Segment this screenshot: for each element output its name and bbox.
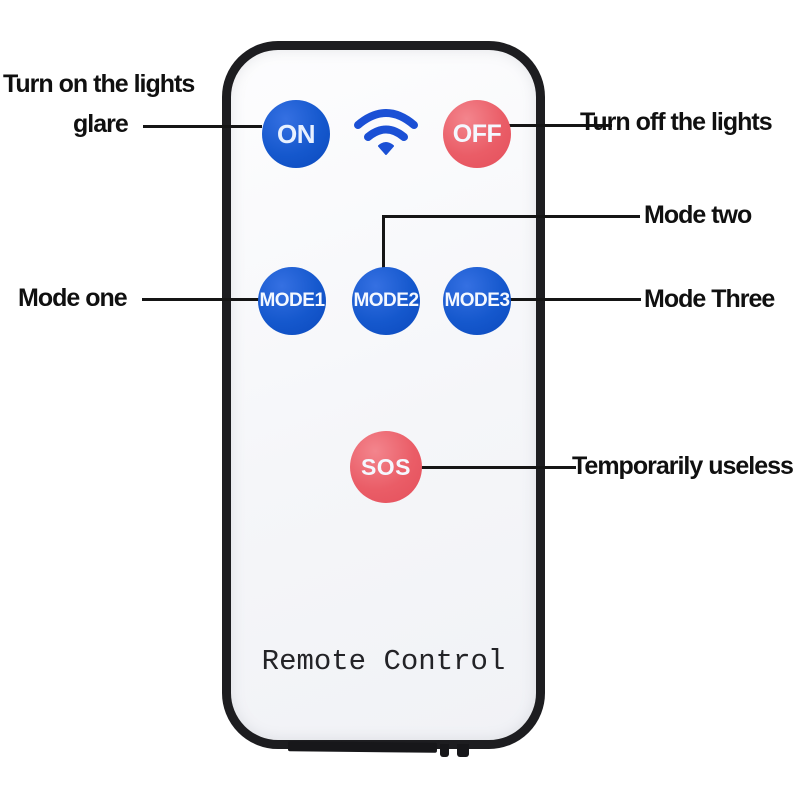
annotation-on-line1: Turn on the lights bbox=[3, 70, 195, 98]
annotation-mode1: Mode one bbox=[18, 284, 128, 312]
annotation-on-line2: glare bbox=[73, 110, 129, 138]
wifi-icon bbox=[352, 108, 420, 156]
sos-button[interactable]: SOS bbox=[350, 431, 422, 503]
remote-bottom-seam bbox=[287, 741, 438, 753]
mode2-button[interactable]: MODE2 bbox=[352, 267, 420, 335]
leader-line-on bbox=[143, 125, 262, 128]
leader-line-off bbox=[508, 124, 612, 127]
remote-brand-label: Remote Control bbox=[261, 645, 506, 678]
annotation-off: Turn off the lights bbox=[580, 108, 773, 136]
annotation-mode2: Mode two bbox=[644, 201, 752, 229]
mode3-button[interactable]: MODE3 bbox=[443, 267, 511, 335]
mode1-button[interactable]: MODE1 bbox=[258, 267, 326, 335]
leader-line-mode2-horizontal bbox=[382, 215, 640, 218]
leader-line-sos bbox=[418, 466, 576, 469]
annotation-sos: Temporarily useless bbox=[572, 452, 794, 480]
remote-bottom-tab bbox=[440, 744, 449, 757]
leader-line-mode1 bbox=[142, 298, 260, 301]
off-button[interactable]: OFF bbox=[443, 100, 511, 168]
leader-line-mode3 bbox=[510, 298, 641, 301]
on-button[interactable]: ON bbox=[262, 100, 330, 168]
leader-line-mode2-vertical bbox=[382, 215, 385, 268]
annotation-mode3: Mode Three bbox=[644, 285, 775, 313]
remote-bottom-tab bbox=[457, 744, 469, 757]
